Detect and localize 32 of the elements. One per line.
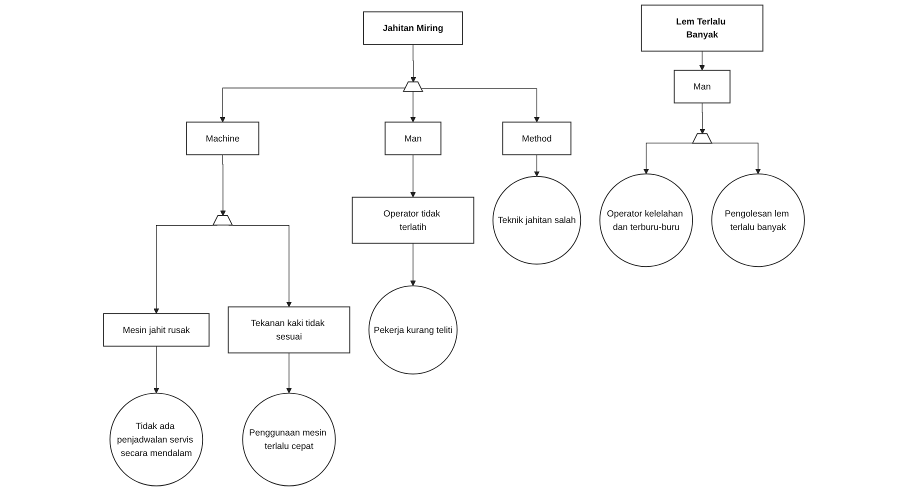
node-gate: [402, 81, 424, 92]
arrow: [410, 44, 416, 82]
node-box: Lem Terlalu Banyak: [640, 4, 764, 52]
node-box: Operator tidak terlatih: [352, 196, 474, 244]
arrow: [643, 142, 694, 174]
arrow: [410, 154, 416, 198]
node-circle: Teknik jahitan salah: [492, 176, 582, 265]
arrow: [220, 154, 226, 216]
arrow: [410, 242, 416, 286]
arrow: [421, 88, 540, 122]
node-circle: Operator kelelahan dan terburu-buru: [599, 173, 694, 268]
node-circle: Tidak ada penjadwalan servis secara mendalam: [110, 392, 204, 486]
node-box: Man: [674, 70, 730, 104]
arrow: [154, 346, 160, 394]
node-circle: Penggunaan mesin terlalu cepat: [242, 392, 336, 486]
arrow: [712, 142, 761, 174]
node-box: Machine: [186, 122, 260, 156]
arrow: [220, 88, 406, 122]
arrow: [286, 352, 292, 394]
node-circle: Pengolesan lem terlalu banyak: [711, 173, 805, 268]
node-box: Mesin jahit rusak: [103, 313, 210, 347]
arrow: [700, 102, 706, 134]
node-box: Tekanan kaki tidak sesuai: [228, 306, 350, 354]
arrow: [534, 154, 540, 177]
node-gate: [212, 214, 234, 226]
node-box: Method: [502, 122, 572, 156]
arrow: [410, 91, 416, 122]
arrow: [699, 50, 705, 71]
node-box: Jahitan Miring: [363, 11, 464, 45]
node-gate: [692, 133, 712, 144]
node-circle: Pekerja kurang teliti: [368, 285, 458, 374]
node-box: Man: [384, 122, 442, 156]
